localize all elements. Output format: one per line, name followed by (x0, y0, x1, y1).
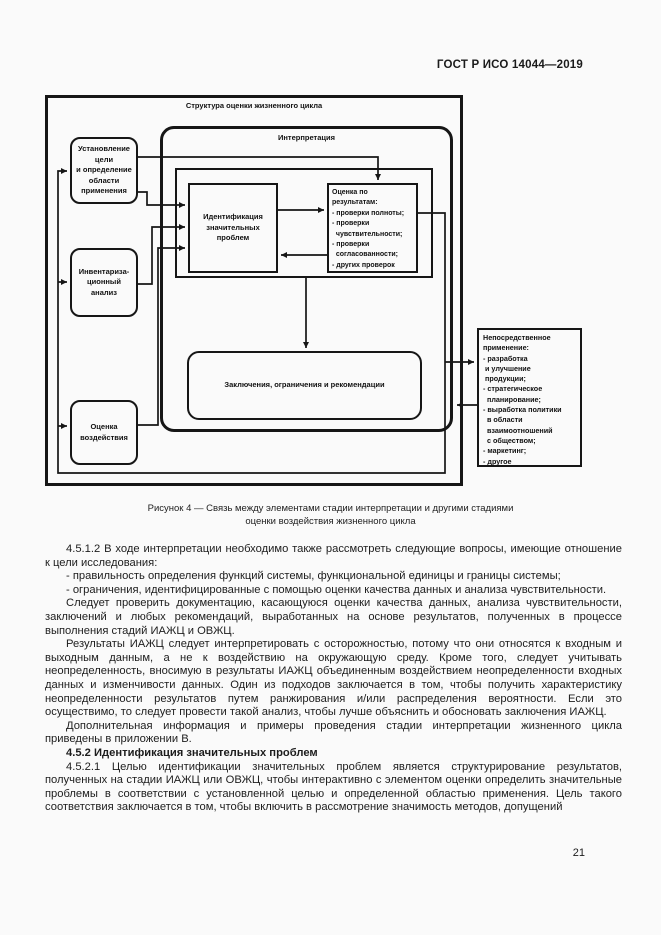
lca-framework-box (45, 95, 463, 486)
list-item: - ограничения, идентифицированные с помо… (66, 583, 607, 596)
lca-framework-title: Структура оценки жизненного цикла (185, 101, 323, 110)
paragraph: Результаты ИАЖЦ следует интерпретировать… (45, 638, 622, 719)
body-text: 4.5.1.2 В ходе интерпретации необходимо … (45, 543, 622, 815)
paragraph: Дополнительная информация и примеры пров… (45, 719, 622, 746)
document-header: ГОСТ Р ИСО 14044—2019 (436, 59, 583, 71)
goal-and-scope-label: Установление цели и определение области … (76, 144, 132, 196)
impact-assessment-label: Оценка воздействия (80, 422, 128, 442)
significant-issues-box: Идентификация значительных проблем (188, 183, 278, 273)
paragraph: 4.5.1.2 В ходе интерпретации необходимо … (45, 543, 622, 569)
evaluation-by-checks-box: Оценка по результатам: - проверки полнот… (327, 183, 418, 273)
evaluation-by-checks-label: Оценка по результатам: - проверки полнот… (332, 189, 405, 269)
page-number: 21 (572, 847, 585, 859)
paragraph: 4.5.2.1 Целью идентификации значительных… (45, 760, 622, 814)
paragraph: Следует проверить документацию, касающую… (45, 597, 622, 637)
inventory-analysis-label: Инвентариза- ционный анализ (78, 266, 130, 297)
direct-applications-label: Непосредственное применение: - разработк… (483, 333, 562, 466)
conclusions-box: Заключения, ограничения и рекомендации (187, 351, 422, 420)
inventory-analysis-box: Инвентариза- ционный анализ (70, 248, 138, 317)
conclusions-label: Заключения, ограничения и рекомендации (224, 380, 385, 390)
goal-and-scope-box: Установление цели и определение области … (70, 137, 138, 204)
list-item: - правильность определения функций систе… (66, 570, 561, 583)
interpretation-title: Интерпретация (278, 133, 335, 142)
significant-issues-label: Идентификация значительных проблем (203, 212, 263, 243)
figure-caption: Рисунок 4 — Связь между элементами стади… (147, 503, 514, 527)
impact-assessment-box: Оценка воздействия (70, 400, 138, 465)
section-heading: 4.5.2 Идентификация значительных проблем (66, 746, 318, 759)
direct-applications-box: Непосредственное применение: - разработк… (477, 328, 582, 467)
